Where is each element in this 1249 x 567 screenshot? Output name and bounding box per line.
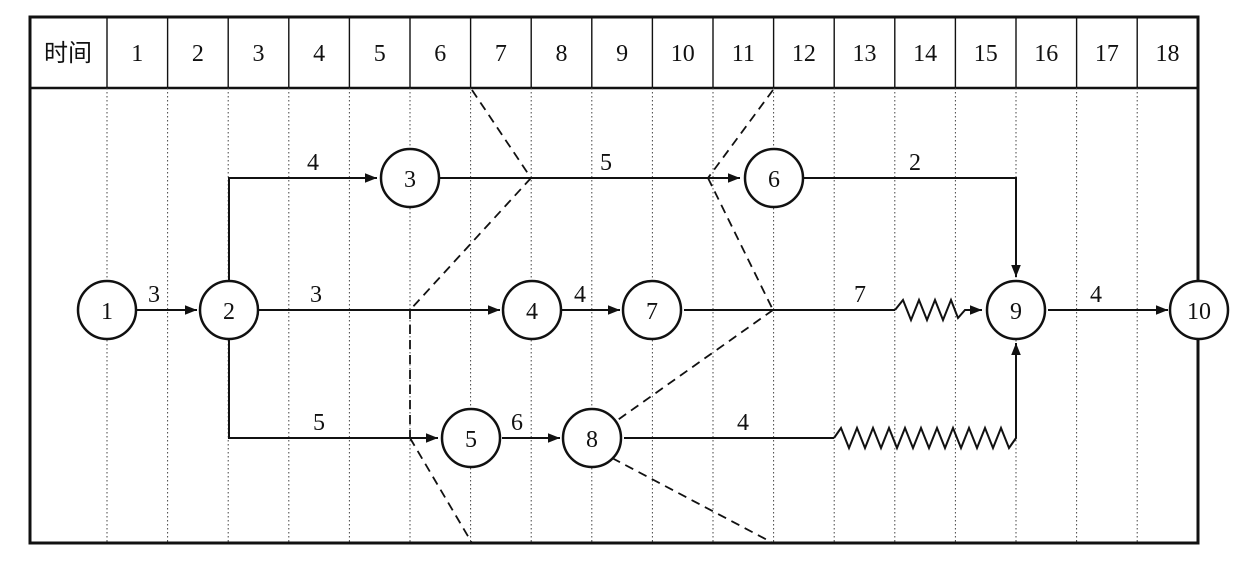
node-4-circle [501, 279, 563, 341]
time-column-label: 4 [313, 41, 325, 67]
node-3-label: 3 [404, 167, 416, 193]
node-1-label: 1 [101, 299, 113, 325]
node-7-label: 7 [646, 299, 658, 325]
node-9-label: 9 [1010, 299, 1022, 325]
time-column-label: 3 [253, 41, 265, 67]
node-5: 5 [440, 407, 502, 469]
node-8: 8 [561, 407, 623, 469]
time-column-label: 11 [732, 41, 755, 67]
time-column-label: 7 [495, 41, 507, 67]
node-10-circle [1168, 279, 1230, 341]
node-7-circle [621, 279, 683, 341]
activity-arrows [137, 173, 1168, 451]
check-line-seg-8 [611, 457, 774, 544]
time-column-label: 5 [374, 41, 386, 67]
node-4-label: 4 [526, 299, 538, 325]
node-9: 9 [985, 279, 1047, 341]
duration-7-9: 7 [854, 282, 866, 308]
check-line-seg-6 [707, 177, 774, 311]
node-7: 7 [621, 279, 683, 341]
node-3-circle [379, 147, 441, 209]
time-column-label: 2 [192, 41, 204, 67]
arrow-2-3 [228, 173, 377, 281]
node-2-label: 2 [223, 299, 235, 325]
check-line-seg-7 [611, 309, 774, 425]
node-9-circle [985, 279, 1047, 341]
duration-4-7: 4 [574, 282, 586, 308]
node-2-circle [198, 279, 260, 341]
node-1-circle [76, 279, 138, 341]
time-column-label: 6 [434, 41, 446, 67]
duration-9-10: 4 [1090, 282, 1102, 308]
duration-5-8: 6 [511, 410, 523, 436]
node-10-label: 10 [1187, 299, 1211, 325]
duration-3-6: 5 [600, 150, 612, 176]
time-column-label: 15 [974, 41, 998, 67]
arrow-7-9-float [894, 297, 982, 323]
node-2: 2 [198, 279, 260, 341]
duration-6-9: 2 [909, 150, 921, 176]
diagram-frame [28, 15, 1200, 545]
check-line-seg-5 [707, 89, 774, 179]
duration-2-4: 3 [310, 282, 322, 308]
time-column-label: 17 [1095, 41, 1119, 67]
activity-durations: 3 4 3 5 5 4 6 2 7 4 4 [148, 150, 1102, 436]
check-line [409, 89, 774, 544]
arrow-2-5 [228, 339, 438, 443]
node-5-circle [440, 407, 502, 469]
check-line-seg-1 [471, 89, 532, 179]
node-1: 1 [76, 279, 138, 341]
node-6-label: 6 [768, 167, 780, 193]
node-6-circle [743, 147, 805, 209]
time-header-label: 时间 [44, 40, 92, 67]
node-10: 10 [1168, 279, 1230, 341]
time-column-label: 9 [616, 41, 628, 67]
time-column-label: 10 [671, 41, 695, 67]
duration-2-5: 5 [313, 410, 325, 436]
time-column-label: 1 [131, 41, 143, 67]
time-column-label: 12 [792, 41, 816, 67]
node-5-label: 5 [465, 427, 477, 453]
node-8-label: 8 [586, 427, 598, 453]
node-4: 4 [501, 279, 563, 341]
time-column-label: 13 [853, 41, 877, 67]
time-column-label: 16 [1034, 41, 1058, 67]
event-nodes: 1 2 3 4 5 6 7 8 [76, 147, 1230, 469]
check-line-seg-4 [409, 437, 473, 544]
duration-1-2: 3 [148, 282, 160, 308]
arrow-8-9-float [833, 343, 1021, 451]
node-8-circle [561, 407, 623, 469]
time-column-label: 14 [913, 41, 937, 67]
node-6: 6 [743, 147, 805, 209]
time-column-label: 8 [556, 41, 568, 67]
time-grid [106, 17, 1138, 543]
duration-2-3: 4 [307, 150, 319, 176]
node-3: 3 [379, 147, 441, 209]
time-column-label: 18 [1156, 41, 1180, 67]
duration-8-9: 4 [737, 410, 749, 436]
arrow-6-9 [804, 177, 1021, 277]
